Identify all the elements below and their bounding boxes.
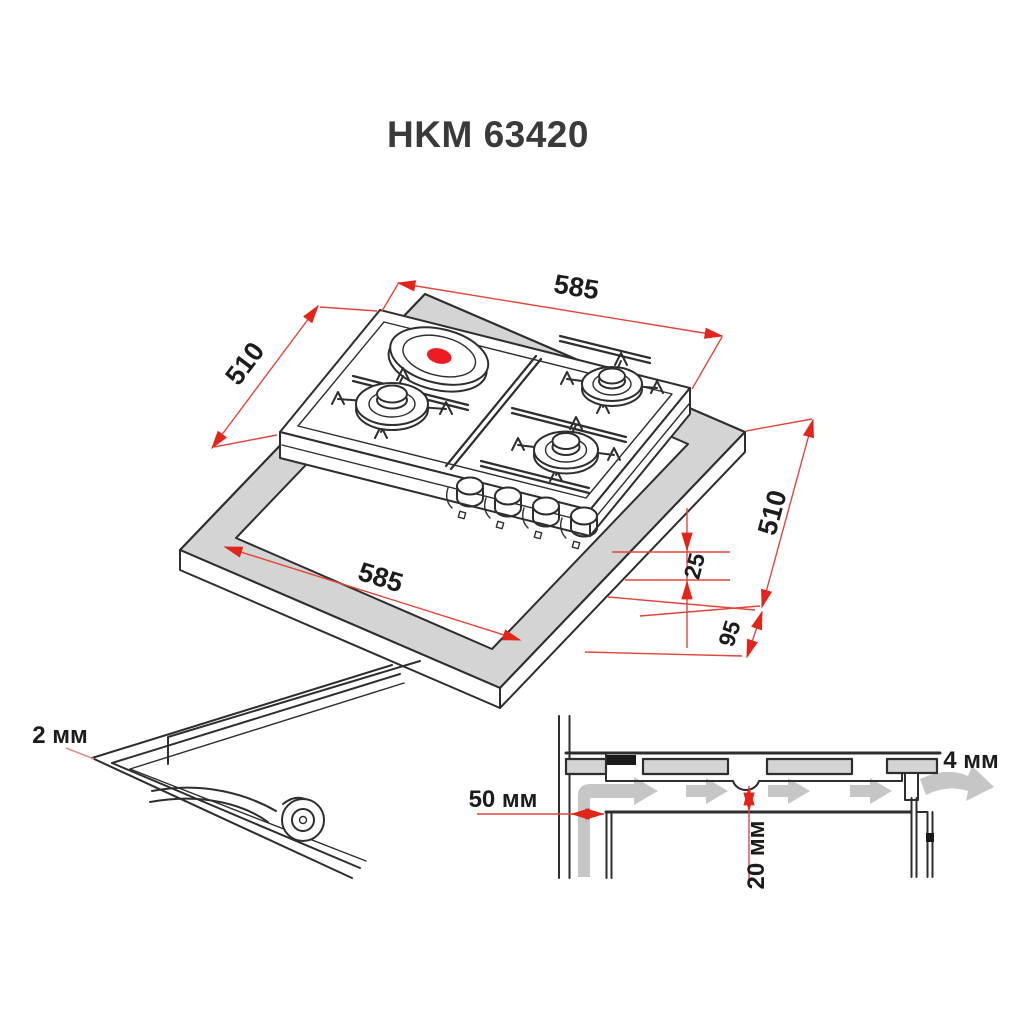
main-isometric-diagram: 585 510 510 585 25 95 [178, 269, 814, 709]
dim-label-right-depth: 510 [752, 487, 793, 538]
section-dimensions: 50 мм 20 мм 4 мм [469, 747, 999, 889]
hob [279, 309, 691, 550]
hob-right-face [589, 387, 691, 537]
airflow-arrows [578, 766, 994, 877]
page-title: HKM 63420 [387, 114, 589, 155]
electric-hotplate [387, 326, 490, 393]
control-knobs [445, 476, 598, 550]
hob-rim [297, 321, 673, 499]
fixing-clamp [904, 772, 919, 801]
knob [483, 486, 522, 530]
seal-detail: 2 мм [32, 660, 421, 879]
knob [521, 496, 560, 540]
knob [559, 506, 598, 550]
installation-section-detail: 50 мм 20 мм 4 мм [469, 715, 999, 889]
bottom-clearance-label: 20 мм [743, 821, 770, 890]
dim-label-corner-clearance: 95 [713, 617, 746, 650]
wall-lines [558, 715, 571, 879]
vent-gap-label: 4 мм [943, 747, 999, 774]
gas-burner-left [331, 367, 453, 439]
hotplate-red-dot [426, 348, 452, 364]
dim-label-left-depth: 510 [219, 337, 270, 391]
gas-burner-rear-right [560, 352, 664, 414]
sealing-strip-coil [149, 786, 325, 842]
knob [445, 476, 484, 520]
seal-thickness-label: 2 мм [32, 722, 88, 749]
dim-label-hob-gap: 25 [678, 550, 710, 582]
vent-exit-arrow [920, 766, 994, 801]
dim-label-top-width: 585 [552, 269, 601, 306]
seal-leader-line [65, 747, 95, 760]
gas-burner-front-right [511, 416, 621, 482]
wall-clearance-label: 50 мм [469, 786, 538, 813]
